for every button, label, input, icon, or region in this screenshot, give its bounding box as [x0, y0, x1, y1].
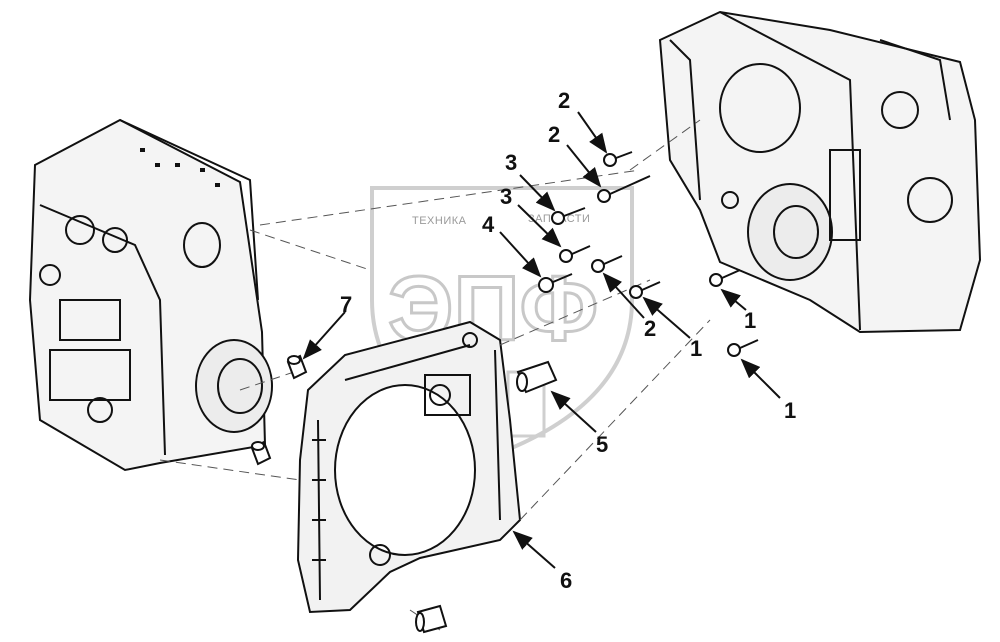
arrow-2b [566, 144, 602, 188]
callout-3b: 3 [500, 184, 512, 209]
arrow-4 [499, 231, 542, 278]
arrow-2c [602, 272, 645, 319]
right-engine-block [658, 10, 982, 334]
dowel-pin-right [516, 360, 558, 394]
callout-labels: 2 2 3 3 4 7 2 1 1 1 5 6 [340, 88, 796, 593]
callout-1b: 1 [744, 308, 756, 333]
bolt-1-center [629, 281, 661, 299]
bolt-4 [538, 273, 573, 293]
bolt-1-right-upper [709, 269, 741, 287]
left-engine-block [28, 118, 273, 472]
arrow-7 [302, 311, 346, 360]
callout-1a: 1 [690, 336, 702, 361]
callout-3a: 3 [505, 150, 517, 175]
leader-arrows [302, 111, 781, 569]
callout-6: 6 [560, 568, 572, 593]
callout-5: 5 [596, 432, 608, 457]
arrow-2a [577, 111, 608, 154]
dowel-pin-bottom [415, 604, 448, 634]
arrow-1c [740, 358, 781, 399]
arrow-6 [512, 530, 556, 569]
front-cover-plate [296, 320, 522, 614]
dowel-pin-upper-left [286, 354, 308, 380]
bolt-2-upper [603, 151, 633, 167]
arrow-1b [720, 288, 747, 311]
arrow-3a [519, 174, 556, 212]
bolt-2-lower [591, 255, 623, 273]
arrow-1a [642, 296, 691, 339]
watermark-brand-left: ТЕХНИКА [412, 215, 467, 227]
callout-1c: 1 [784, 398, 796, 423]
arrow-5 [550, 390, 597, 433]
callout-7: 7 [340, 292, 352, 317]
bolt-3-upper [551, 207, 586, 225]
bolt-3-lower [559, 245, 591, 263]
dowel-pin-lower-left [250, 440, 272, 466]
bolts [538, 151, 759, 357]
callout-2c: 2 [644, 316, 656, 341]
callout-4: 4 [482, 212, 495, 237]
callout-2a: 2 [558, 88, 570, 113]
bolt-2-second [597, 175, 651, 203]
callout-2b: 2 [548, 122, 560, 147]
arrow-3b [517, 204, 562, 248]
dowel-pins [250, 354, 558, 634]
bolt-1-right-lower [727, 339, 759, 357]
